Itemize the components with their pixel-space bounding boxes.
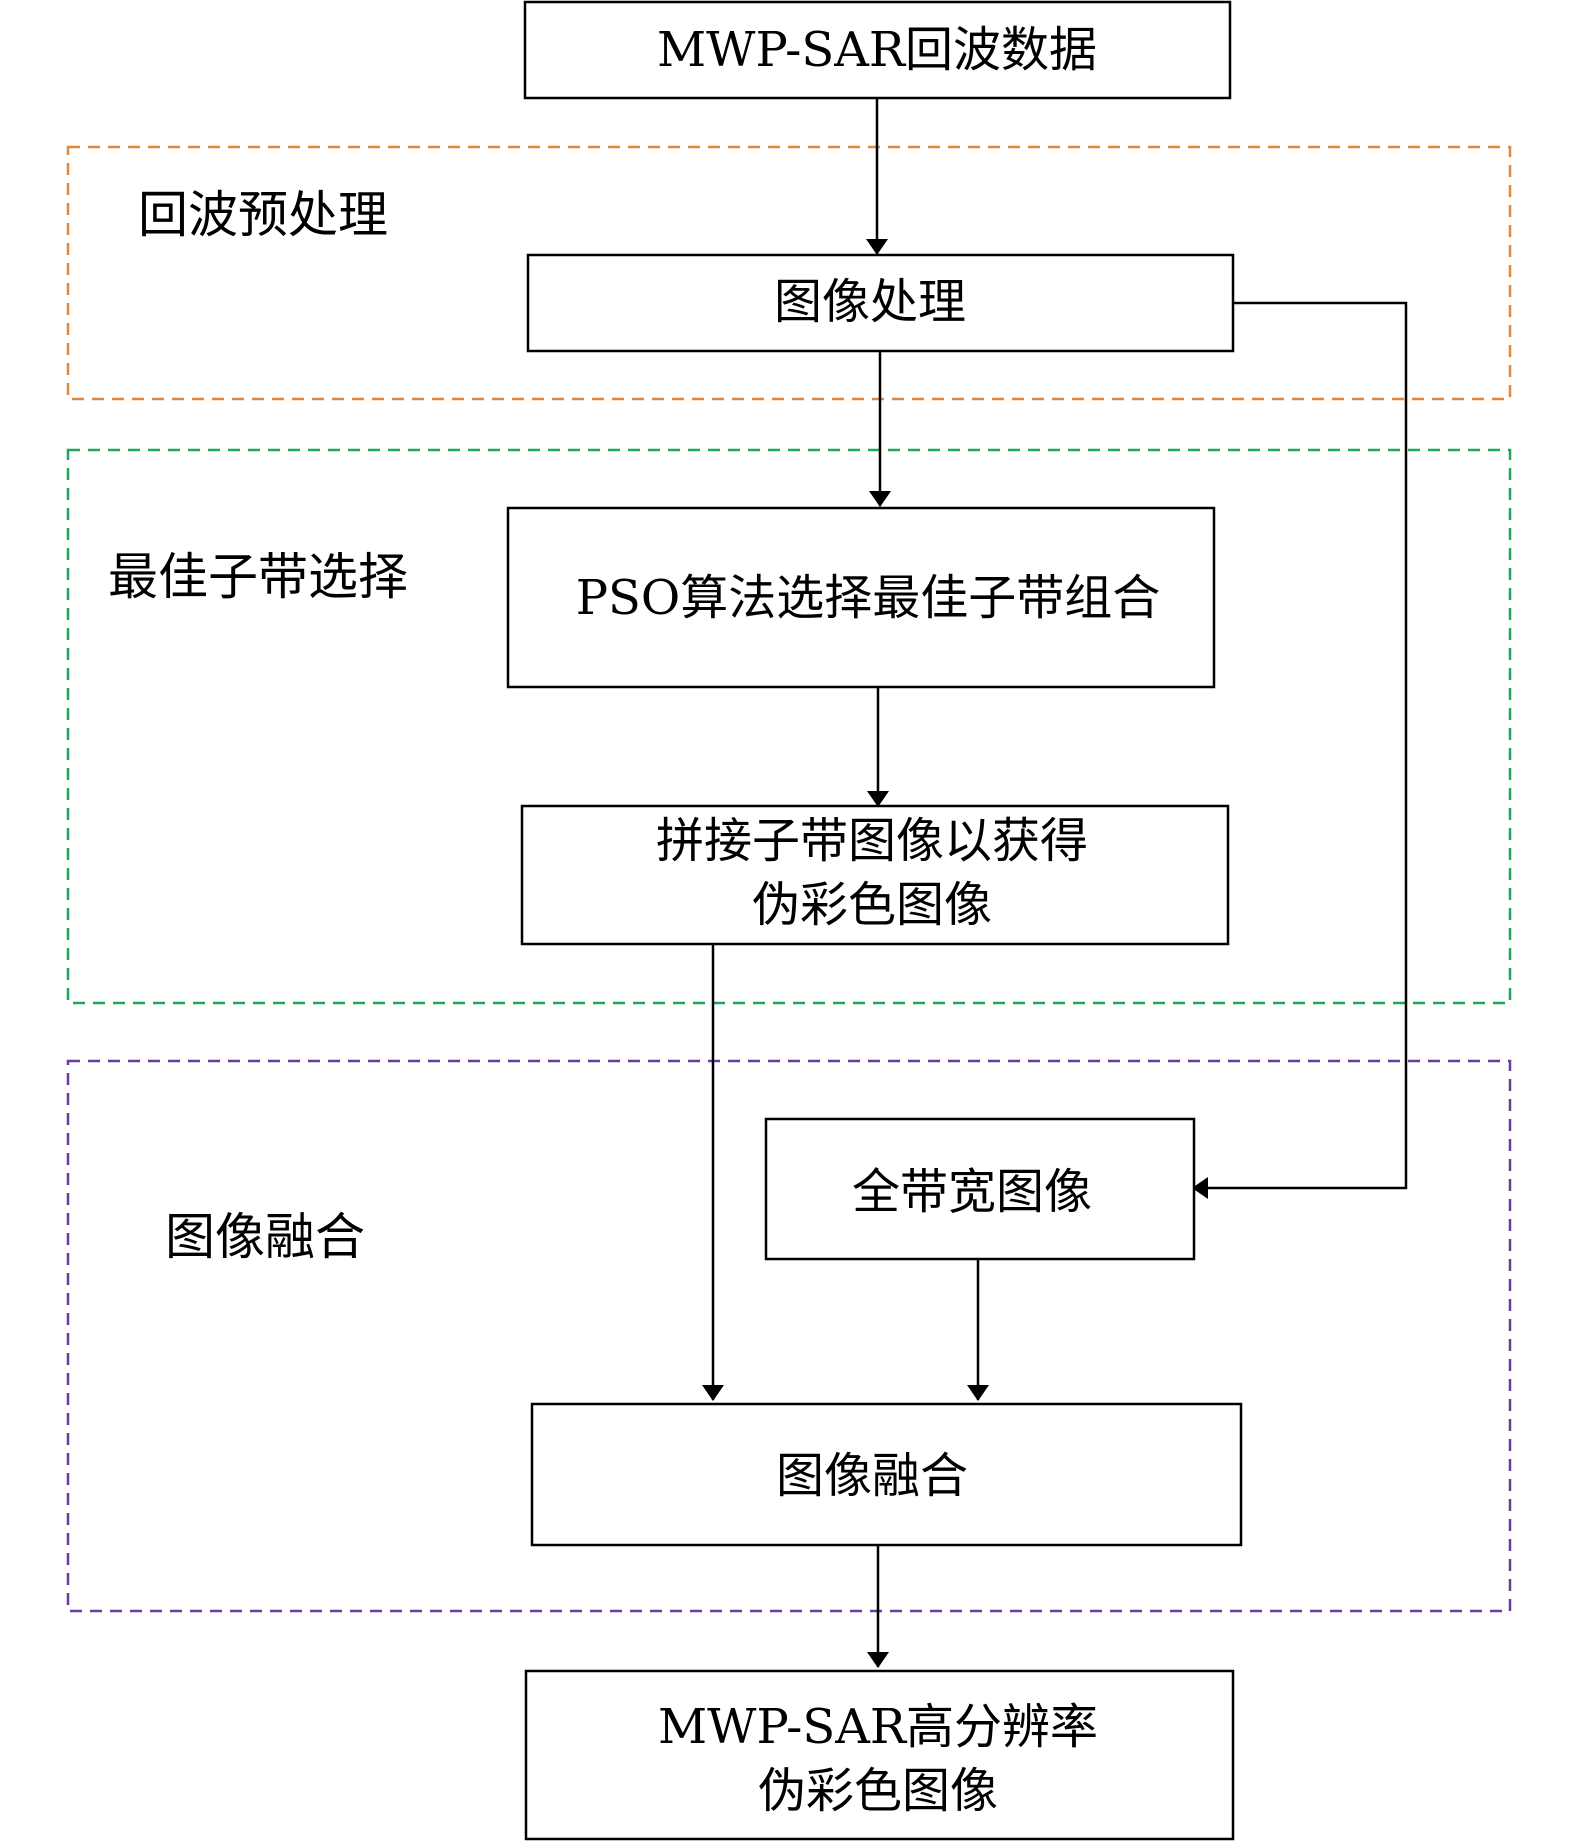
node-output-line1: MWP-SAR高分辨率 xyxy=(658,1699,1098,1755)
node-pso-selection xyxy=(506,506,1216,689)
group-label-subband-selection: 最佳子带选择 xyxy=(108,548,408,606)
arrow-processing-to-full-bandwidth xyxy=(1192,301,1408,1199)
group-frame-subband-selection xyxy=(66,448,1512,1005)
node-image-fusion xyxy=(530,1402,1243,1547)
node-full-bandwidth xyxy=(764,1117,1196,1261)
node-full-bandwidth-label: 全带宽图像 xyxy=(852,1164,1092,1220)
node-echo-data-label: MWP-SAR回波数据 xyxy=(657,22,1097,78)
node-image-fusion-label: 图像融合 xyxy=(776,1448,968,1504)
node-echo-data xyxy=(523,0,1232,100)
node-stitch-subbands-line1: 拼接子带图像以获得 xyxy=(656,813,1088,869)
group-frame-fusion xyxy=(66,1059,1512,1613)
node-output xyxy=(524,1669,1235,1841)
node-stitch-subbands xyxy=(520,804,1230,946)
group-label-fusion: 图像融合 xyxy=(165,1208,365,1266)
node-image-processing xyxy=(526,253,1235,353)
group-frame-preprocess xyxy=(66,145,1512,401)
node-pso-selection-label: PSO算法选择最佳子带组合 xyxy=(576,570,1161,626)
group-label-preprocess: 回波预处理 xyxy=(138,186,388,244)
node-image-processing-label: 图像处理 xyxy=(774,274,966,330)
node-stitch-subbands-line2: 伪彩色图像 xyxy=(752,877,992,933)
node-output-line2: 伪彩色图像 xyxy=(758,1763,998,1819)
